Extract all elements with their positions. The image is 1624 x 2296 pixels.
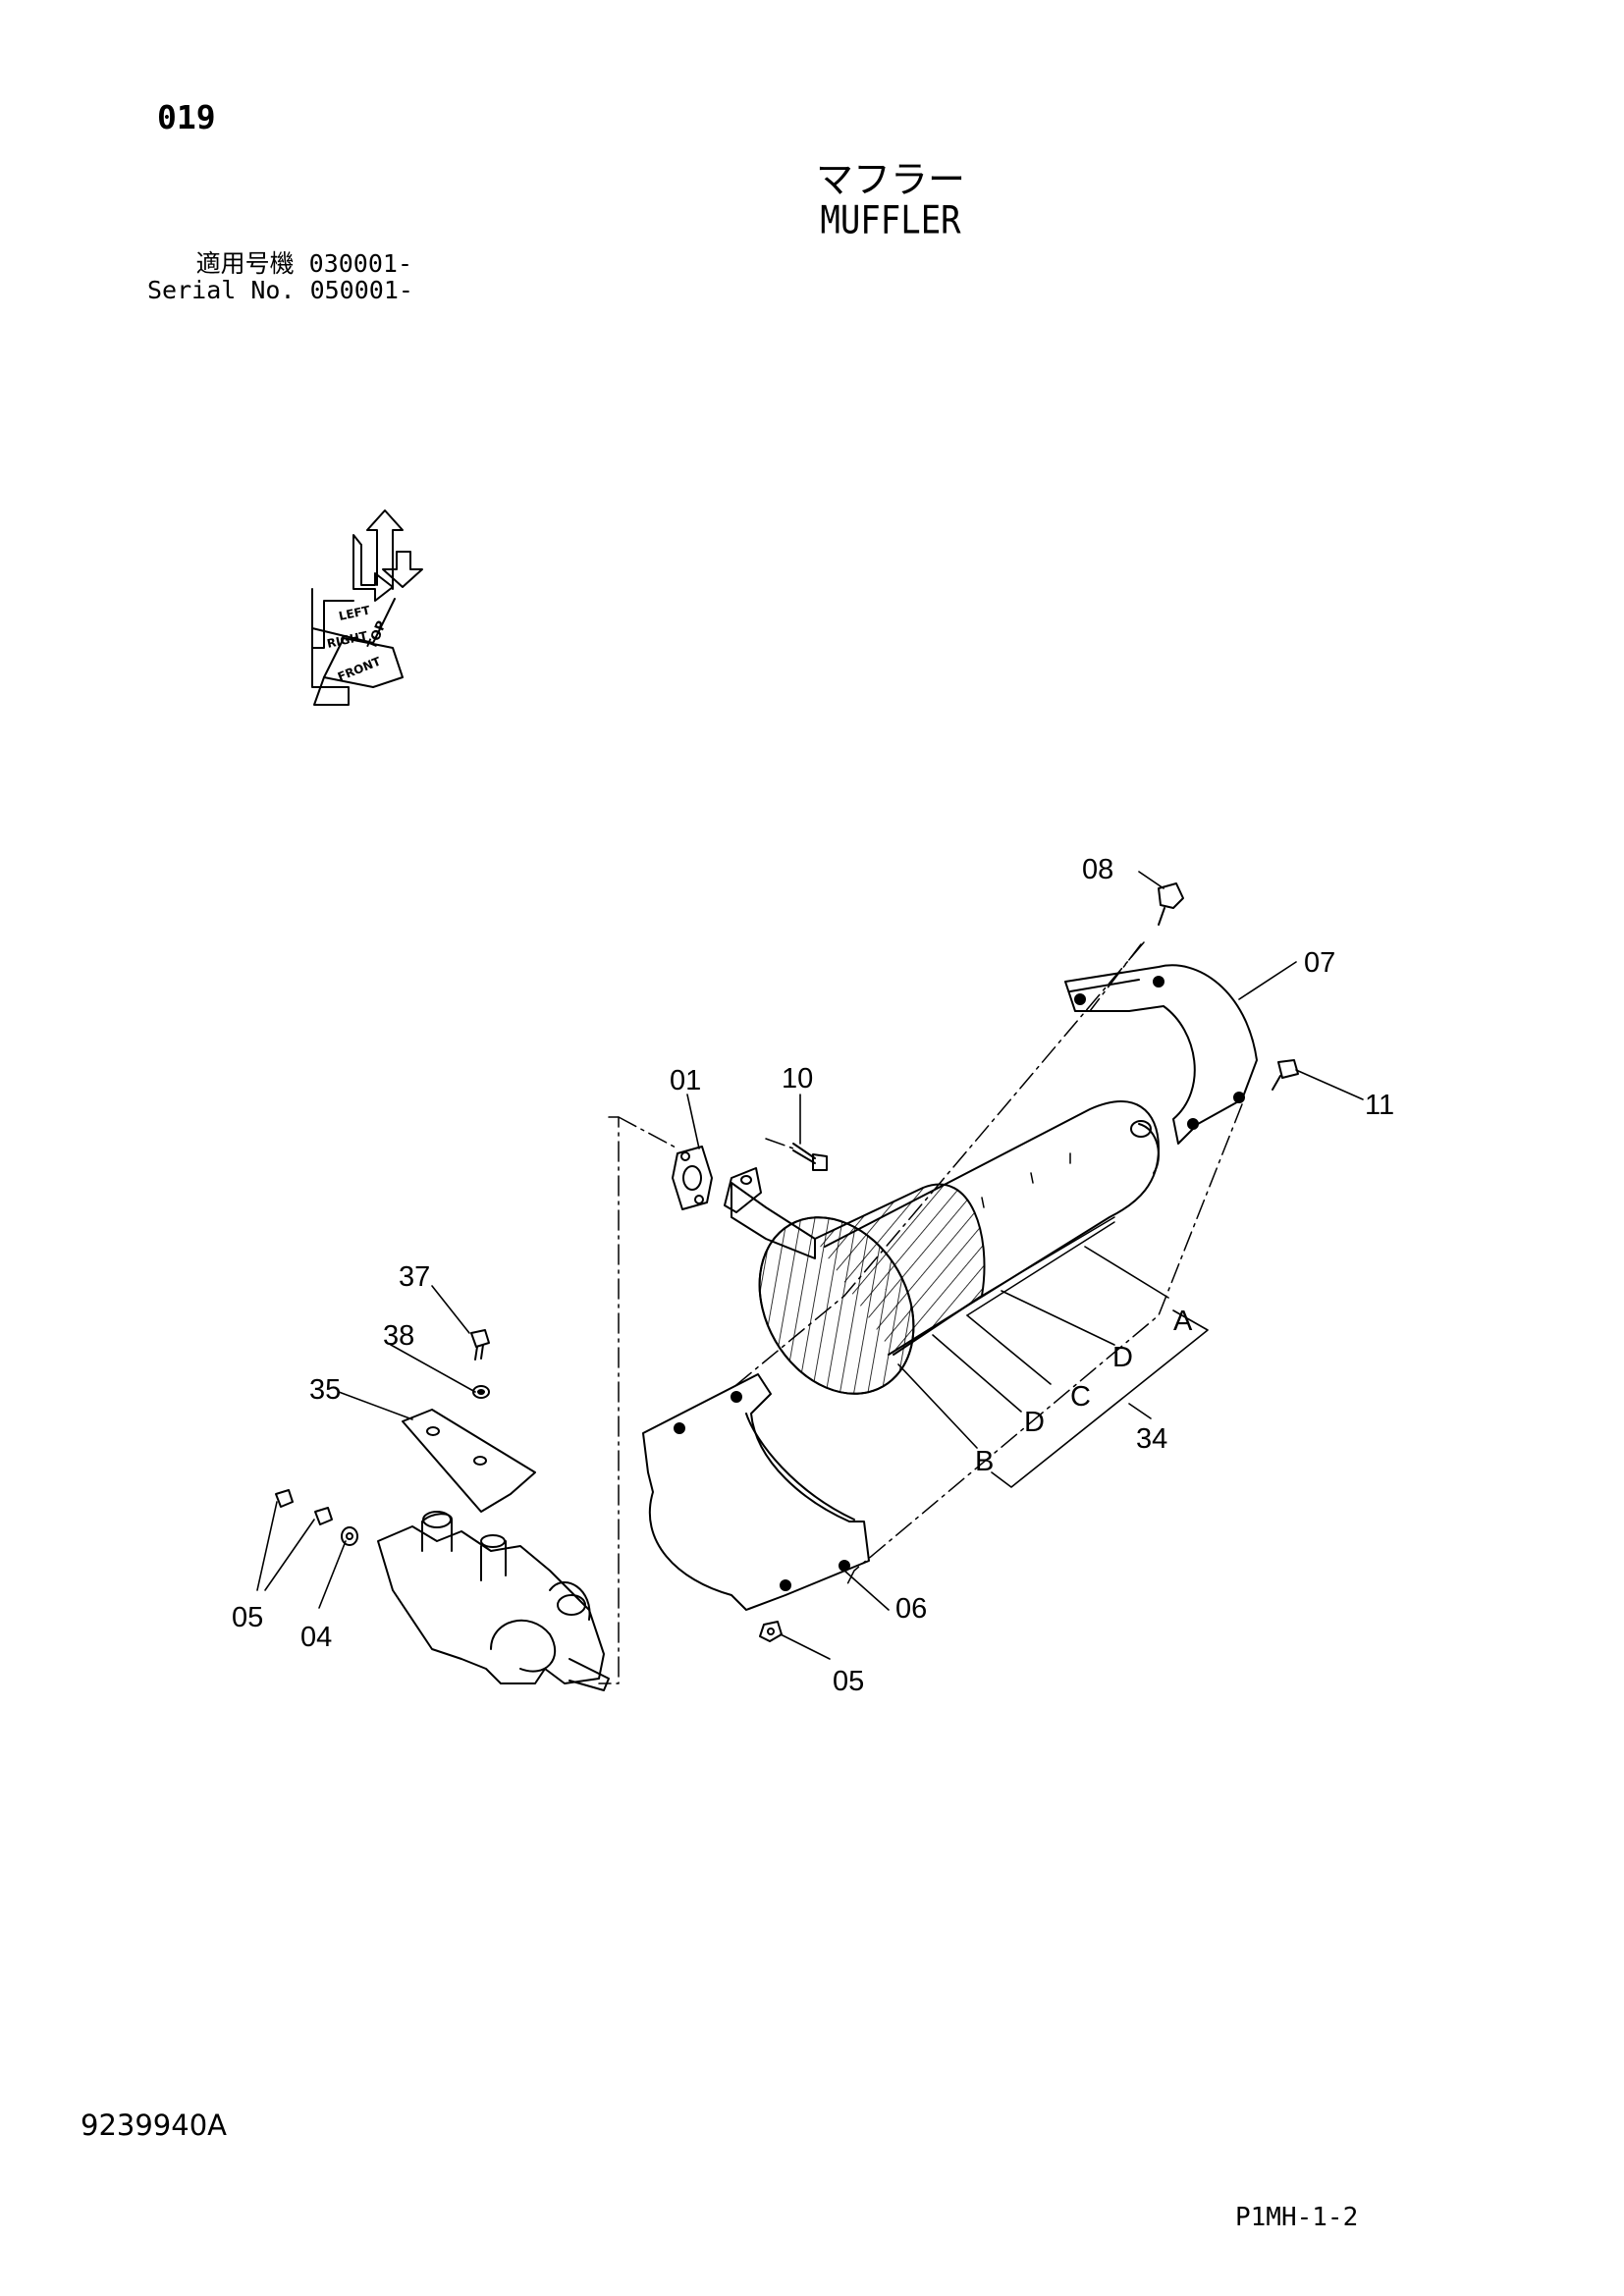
callout-10: 10 — [782, 1063, 813, 1095]
inlet-pipe — [724, 1167, 816, 1259]
callout-35: 35 — [309, 1374, 341, 1406]
orientation-right-label: RIGHT — [326, 628, 370, 651]
serial-jp-value: 030001- — [308, 249, 412, 278]
title-english: MUFFLER — [820, 198, 961, 243]
washer-38 — [472, 1385, 490, 1399]
bolt-11 — [1272, 1059, 1299, 1091]
bolt-10 — [792, 1143, 828, 1171]
page-code: P1MH-1-2 — [1235, 2203, 1359, 2232]
callout-08: 08 — [1082, 854, 1113, 885]
cover-plate — [402, 1409, 536, 1513]
bolt-08 — [1158, 882, 1184, 926]
orientation-front-label: FRONT — [336, 654, 384, 683]
page-number: 019 — [157, 98, 216, 136]
drawing-number: 9239940A — [81, 2109, 227, 2142]
alignment-lines — [598, 941, 1243, 1684]
callout-01: 01 — [670, 1065, 701, 1096]
serial-row-en: Serial No. 050001- — [147, 276, 413, 304]
serial-row-jp: 適用号機 030001- — [147, 250, 412, 277]
lower-strap — [642, 1373, 870, 1611]
callout-38: 38 — [383, 1320, 414, 1352]
callout-07: 07 — [1304, 947, 1335, 979]
muffler-body — [758, 1100, 1160, 1395]
exhaust-manifold — [377, 1511, 610, 1691]
orientation-icon: TOP LEFT RIGHT FRONT — [311, 509, 423, 706]
callout-d-lower: D — [1024, 1407, 1045, 1438]
callout-b: B — [975, 1446, 994, 1477]
callout-labels: 08 07 11 01 10 A D C D 34 B 37 38 35 05 … — [232, 854, 1394, 1697]
washer-04 — [341, 1526, 358, 1546]
callout-06: 06 — [895, 1593, 927, 1625]
gasket — [672, 1146, 713, 1210]
callout-11: 11 — [1365, 1090, 1394, 1121]
title-japanese: マフラー — [815, 158, 965, 201]
serial-block: 適用号機 030001- Serial No. 050001- — [147, 250, 413, 304]
bolt-37 — [470, 1329, 490, 1361]
nuts-05-upper — [275, 1489, 333, 1525]
upper-strap — [1064, 964, 1258, 1145]
callout-a: A — [1173, 1306, 1193, 1337]
callout-05-upper: 05 — [232, 1602, 263, 1633]
orientation-left-label: LEFT — [338, 603, 372, 623]
callout-37: 37 — [399, 1261, 430, 1293]
serial-en-value: 050001- — [309, 276, 413, 304]
serial-jp-label: 適用号機 — [195, 249, 295, 278]
callout-d-upper: D — [1112, 1342, 1133, 1373]
callout-04: 04 — [300, 1622, 332, 1653]
nut-05-lower — [759, 1621, 783, 1642]
callout-05-lower: 05 — [833, 1666, 864, 1697]
serial-en-label: Serial No. — [147, 276, 296, 304]
callout-c: C — [1070, 1381, 1091, 1413]
callout-34: 34 — [1136, 1423, 1167, 1455]
leader-lines — [256, 871, 1364, 1660]
